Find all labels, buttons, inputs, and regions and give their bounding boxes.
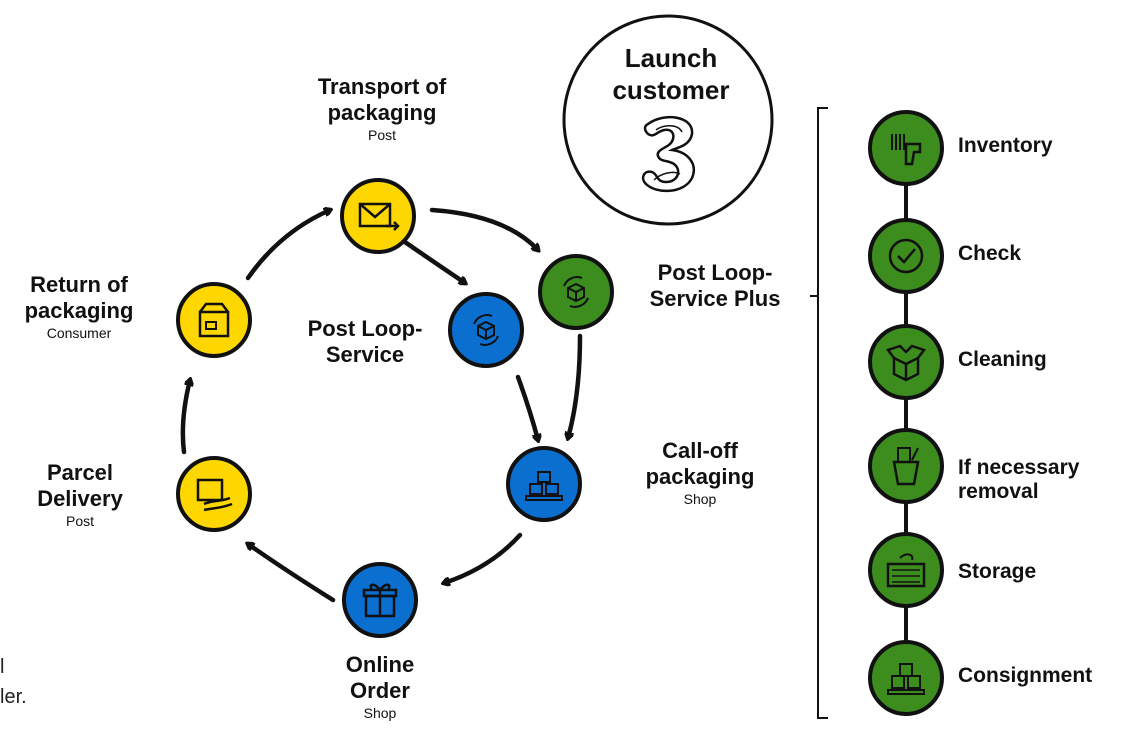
arrow-calloff-to-order [444, 532, 523, 583]
step-storage-node [868, 532, 944, 608]
service-plus-title1: Post Loop- [657, 260, 773, 285]
step-consignment-label: Consignment [958, 664, 1093, 687]
arrow-parcel-to-return [180, 380, 190, 455]
step-removal-line2: removal [958, 480, 1039, 503]
pallet-boxes-icon [525, 471, 563, 501]
transport-title1: Transport of [317, 74, 447, 99]
bin-icon [892, 447, 920, 486]
label-order: Online Order Shop [320, 652, 440, 722]
pallet-icon [887, 663, 925, 695]
edge-text: l ler. [0, 652, 27, 712]
node-order [342, 562, 418, 638]
launch-line2: customer [612, 75, 730, 105]
launch-circle [562, 14, 774, 226]
label-service: Post Loop- Service [290, 316, 440, 368]
arrow-service-to-calloff [515, 374, 538, 440]
steps-bracket [810, 107, 828, 719]
launch-title: Launch customer [596, 42, 746, 106]
order-title1: Online [345, 652, 415, 677]
node-return [176, 282, 252, 358]
calloff-sub: Shop [683, 491, 717, 507]
calloff-title1: Call-off [662, 438, 738, 463]
arrow-order-to-parcel [248, 544, 336, 603]
launch-line1: Launch [624, 43, 718, 73]
three-logo-icon [641, 116, 695, 192]
step-cleaning-node [868, 324, 944, 400]
parcel-title2: Delivery [37, 486, 123, 511]
node-service-plus [538, 254, 614, 330]
checkmark-icon [888, 238, 924, 274]
node-transport [340, 178, 416, 254]
arrow-serviceplus-to-calloff [568, 333, 583, 438]
step-inventory-label: Inventory [958, 134, 1053, 157]
parcel-sub: Post [65, 513, 94, 529]
arrow-return-to-transport [245, 210, 330, 281]
label-transport: Transport of packaging Post [292, 74, 472, 144]
step-check-node [868, 218, 944, 294]
label-service-plus: Post Loop- Service Plus [630, 260, 800, 312]
hand-parcel-icon [196, 478, 233, 512]
envelope-arrow-icon [358, 202, 400, 231]
step-check-label: Check [958, 242, 1022, 265]
warehouse-icon [886, 553, 926, 588]
step-inventory-node [868, 110, 944, 186]
label-return: Return of packaging Consumer [4, 272, 154, 342]
parcel-box-icon [198, 302, 230, 338]
step-removal-line1: If necessary [958, 456, 1080, 479]
return-title2: packaging [24, 298, 134, 323]
service-title1: Post Loop- [307, 316, 423, 341]
step-removal-label: If necessary removal [958, 456, 1079, 504]
barcode-scanner-icon [891, 134, 922, 166]
node-calloff [506, 446, 582, 522]
loop-box-icon [473, 314, 499, 346]
node-parcel [176, 456, 252, 532]
label-calloff: Call-off packaging Shop [620, 438, 780, 508]
node-service [448, 292, 524, 368]
arrow-transport-to-serviceplus [429, 207, 538, 250]
loop-box-icon [563, 276, 589, 308]
transport-title2: packaging [327, 100, 437, 125]
order-sub: Shop [363, 705, 397, 721]
step-cleaning-label: Cleaning [958, 348, 1047, 371]
step-storage-label: Storage [958, 560, 1037, 583]
step-removal-node [868, 428, 944, 504]
service-title2: Service [325, 342, 405, 367]
step-consignment-node [868, 640, 944, 716]
edge-text-line2: ler. [0, 686, 27, 708]
edge-text-line1: l [0, 656, 5, 678]
order-title2: Order [350, 678, 410, 703]
return-sub: Consumer [46, 325, 112, 341]
transport-sub: Post [367, 127, 396, 143]
calloff-title2: packaging [645, 464, 755, 489]
gift-icon [362, 583, 398, 618]
arrow-transport-to-service [399, 237, 465, 283]
parcel-title1: Parcel [46, 460, 114, 485]
open-box-icon [885, 344, 927, 382]
return-title1: Return of [30, 272, 128, 297]
label-parcel: Parcel Delivery Post [20, 460, 140, 530]
service-plus-title2: Service Plus [649, 286, 781, 311]
